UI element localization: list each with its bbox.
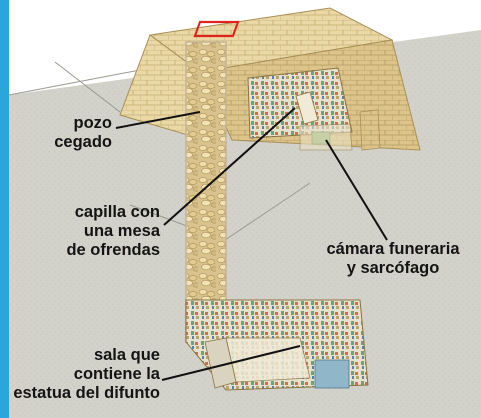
label-chapel: capilla con una mesa de ofrendas (40, 203, 160, 260)
label-burial-chamber-line-2: y sarcófago (346, 259, 440, 277)
leader-statue-room (161, 345, 301, 381)
label-burial-chamber: cámara funeraria y sarcófago (318, 240, 468, 278)
label-shaft-line-2: cegado (54, 133, 112, 151)
leader-chapel (163, 107, 296, 226)
statue-niche (314, 359, 350, 389)
shaft-opening-marker (193, 20, 240, 38)
label-statue-room: sala que contiene la estatua del difunto (10, 346, 160, 403)
leader-burial-chamber (325, 139, 388, 241)
label-chapel-line-2: una mesa (83, 222, 160, 240)
offering-table (295, 91, 319, 125)
label-statue-room-line-2: contiene la (73, 365, 160, 383)
label-shaft-line-1: pozo (73, 114, 113, 132)
label-chapel-line-1: capilla con (74, 203, 160, 221)
label-burial-chamber-line-1: cámara funeraria (326, 240, 460, 258)
label-shaft: pozo cegado (40, 114, 112, 152)
filled-shaft (185, 41, 227, 343)
left-border-accent (0, 0, 9, 418)
label-statue-room-line-1: sala que (93, 346, 160, 364)
leader-shaft (115, 111, 201, 129)
label-chapel-line-3: de ofrendas (66, 241, 160, 259)
label-statue-room-line-3: estatua del difunto (13, 384, 160, 402)
